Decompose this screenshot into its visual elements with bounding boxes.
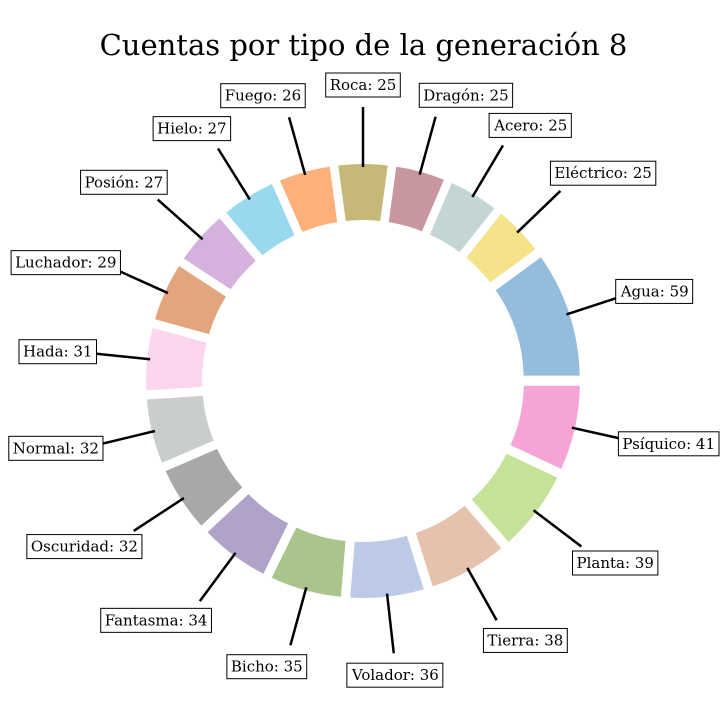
wedge-bicho xyxy=(271,527,346,597)
wedge-dragón xyxy=(388,166,444,232)
wedge-posión xyxy=(183,218,256,290)
leader-line xyxy=(90,351,151,361)
leader-line xyxy=(418,116,437,175)
wedge-roca xyxy=(338,163,388,221)
slice-label-box xyxy=(617,431,720,457)
wedge-acero xyxy=(429,183,495,253)
slice-label: Tierra: 38 xyxy=(487,631,563,649)
wedge-agua xyxy=(495,257,580,376)
slice-label-box xyxy=(549,160,657,186)
leader-line xyxy=(532,509,583,548)
slice-label: Psíquico: 41 xyxy=(622,435,715,453)
slice-label: Bicho: 35 xyxy=(231,658,303,676)
slice-label-box xyxy=(152,116,232,142)
slice-label: Acero: 25 xyxy=(493,116,567,134)
chart-title: Cuentas por tipo de la generación 8 xyxy=(99,28,628,62)
slice-label-box xyxy=(488,112,572,138)
slice-label-box xyxy=(18,339,97,365)
slice-label: Fantasma: 34 xyxy=(105,611,208,629)
wedge-tierra xyxy=(415,505,502,587)
wedge-normal xyxy=(146,395,214,463)
wedge-hielo xyxy=(226,184,295,256)
wedge-luchador xyxy=(155,266,226,335)
wedge-planta xyxy=(471,453,558,542)
leader-line xyxy=(96,429,156,447)
slice-label-box xyxy=(482,627,568,653)
wedge-psíquico xyxy=(510,385,580,469)
slice-label-box xyxy=(346,662,444,688)
leader-line xyxy=(385,593,396,654)
leader-line xyxy=(516,190,562,234)
slice-label-box xyxy=(220,83,306,109)
leader-line xyxy=(112,267,169,295)
slice-label: Volador: 36 xyxy=(351,666,439,684)
slice-label-box xyxy=(615,278,694,304)
leader-line xyxy=(289,587,308,646)
wedge-group xyxy=(146,163,580,598)
slice-label: Hada: 31 xyxy=(23,343,92,361)
slice-label: Oscuridad: 32 xyxy=(31,538,138,556)
slice-label-box xyxy=(100,607,212,633)
slice-label-box xyxy=(8,435,104,461)
leader-line xyxy=(216,147,251,201)
slice-label-box xyxy=(325,72,401,98)
wedge-oscuridad xyxy=(165,448,243,526)
slice-label-box xyxy=(226,654,308,680)
slice-label-box xyxy=(26,534,143,560)
leader-line xyxy=(198,552,237,602)
leader-line xyxy=(156,198,204,241)
slice-label: Luchador: 29 xyxy=(15,254,116,272)
slice-label: Roca: 25 xyxy=(330,76,397,94)
wedge-hada xyxy=(146,327,207,391)
slice-label: Fuego: 26 xyxy=(225,87,302,105)
wedge-fuego xyxy=(279,166,338,232)
label-group: Agua: 59 Eléctrico: 25 Acero: 25 Dragón: 25… xyxy=(8,72,720,688)
slice-label-box xyxy=(80,169,168,195)
wedge-fantasma xyxy=(207,494,289,574)
slice-label-box xyxy=(10,250,121,276)
leader-line xyxy=(287,116,307,176)
slice-label-box xyxy=(418,82,514,108)
leader-line xyxy=(565,294,624,316)
slice-label: Eléctrico: 25 xyxy=(554,164,651,182)
leader-line xyxy=(471,144,505,198)
slice-label: Dragón: 25 xyxy=(423,86,508,104)
wedge-volador xyxy=(350,535,424,598)
slice-label: Hielo: 27 xyxy=(157,120,227,138)
leader-line xyxy=(132,497,185,532)
slice-label-box xyxy=(572,550,659,576)
slice-label: Posión: 27 xyxy=(85,173,164,191)
leader-line xyxy=(466,567,498,621)
slice-label: Normal: 32 xyxy=(13,439,99,457)
slice-label: Agua: 59 xyxy=(620,282,689,300)
slice-label: Planta: 39 xyxy=(577,554,654,572)
